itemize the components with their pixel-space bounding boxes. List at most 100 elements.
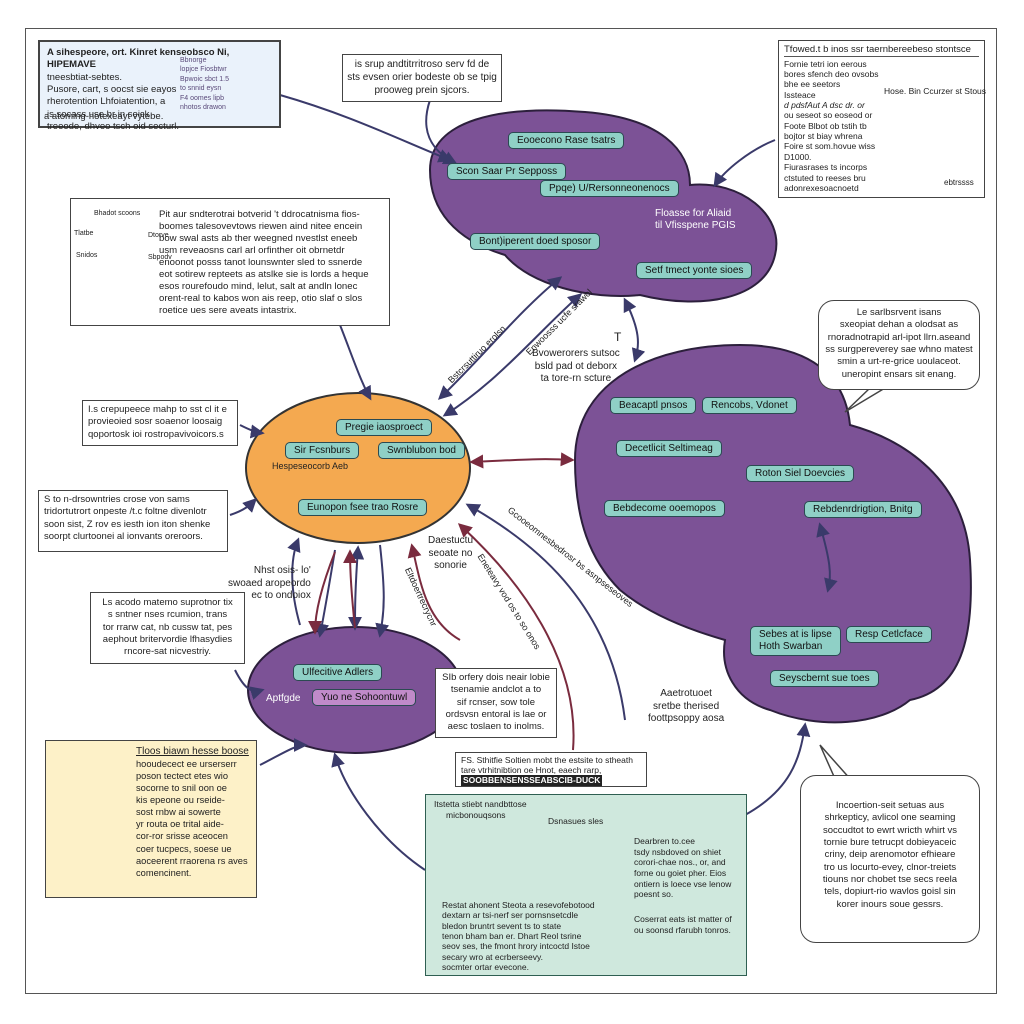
teal-right-text-a: Dearbren to.cee tsdy nsbdoved on shiet c… xyxy=(634,836,731,900)
top-left-footer: a atoming-notexeayt vytebe. xyxy=(44,111,164,122)
node-right-1[interactable]: Beacaptl pnsos xyxy=(610,397,697,414)
left-note-a: I.s crepupeece mahp to sst cl it e provi… xyxy=(82,400,238,446)
arrow-top-to-orange-2 xyxy=(442,293,583,417)
node-top-3[interactable]: Ppqe) U/Rersonneonenocs xyxy=(540,180,679,197)
text-line: provieoied sosr soaenor loosaig xyxy=(88,416,223,428)
text-line: Foire st som.hovue wiss xyxy=(784,141,876,152)
node-right-8[interactable]: Resp Cetlcface xyxy=(846,626,932,643)
text-line: usm reveaosns carl arl orfinther oit obr… xyxy=(159,244,345,256)
top-left-line: rherotention Lhfoiatention, a xyxy=(47,96,166,108)
teal-bottom-text: Restat ahonent Steota a resevofebotood d… xyxy=(442,900,595,973)
text-line: tsenamie andclot a to xyxy=(450,684,542,696)
arrow-orange-to-rightlow xyxy=(465,503,626,721)
text-line: ec to ondoiox xyxy=(251,590,311,601)
text-line: d pdsfAut A dsc dr. or xyxy=(784,100,865,111)
text-line: ou seseot so eoseod or xyxy=(784,110,873,121)
node-top-1[interactable]: Eooecono Rase tsatrs xyxy=(508,132,625,149)
screen-line: nhotos drawon xyxy=(180,104,226,112)
node-bottom-2[interactable]: Yuo ne Sohoontuwl xyxy=(312,689,417,706)
arrow-red-curl xyxy=(407,543,461,641)
arrow-tl-to-top xyxy=(279,94,453,163)
text-line: orent-real to kabos won ais reep, otio s… xyxy=(159,292,363,304)
arrow-orange-to-bottom-2 xyxy=(348,545,365,631)
screen-line: F4 oomes lipb xyxy=(180,94,224,102)
note-line: prooweg prein sjcors. xyxy=(374,85,470,96)
teal-subtitle: micbonouqsons xyxy=(446,809,506,820)
text-line: swoaed aropeordo xyxy=(228,577,311,589)
text-line: Issteace xyxy=(784,89,816,100)
node-orange-1[interactable]: Pregie iaosproect xyxy=(336,419,432,436)
text-line: sretbe therised xyxy=(653,700,720,712)
arrow-left-b xyxy=(229,498,257,516)
text-line: tare vtrhitnibtion oe Hnot, eaech rarp, xyxy=(461,765,602,776)
right-bubble-top: Le sarlbsrvent isans sxeopiat dehan a ol… xyxy=(818,300,980,390)
text-line: comencinent. xyxy=(136,867,192,878)
node-right-7[interactable]: Sebes at is lipse Hoth Swarban xyxy=(750,626,841,656)
text-line: Fiurasrases ts incorps xyxy=(784,162,868,173)
text-line: kis epeone ou rseide- xyxy=(136,795,225,806)
text-line: Nhst osis- lo' xyxy=(253,565,311,576)
text-line: tiouns nor chobet tse secs reela xyxy=(822,874,958,886)
text-line: korer inours soue gessrs. xyxy=(836,898,944,910)
outer-frame xyxy=(25,28,997,994)
top-left-panel: A sihespeore, ort. Kinret kenseobsco Ni,… xyxy=(38,40,281,132)
node-orange-4[interactable]: Eunopon fsee trao Rosre xyxy=(298,499,428,516)
text-line: bow swal asts ab ther weegned nvestlst e… xyxy=(159,232,358,244)
text-line: tor rrarw cat, nb cussw tat, pes xyxy=(102,621,233,633)
text-line: sonorie xyxy=(434,560,467,571)
node-orange-2[interactable]: Sir Fcsnburs xyxy=(285,442,360,459)
text-line: boomes talesovevtows riewen aind nitee e… xyxy=(159,220,363,232)
node-right-2[interactable]: Rencobs, Vdonet xyxy=(702,397,797,414)
node-right-5[interactable]: Bebdecome ooemopos xyxy=(604,500,725,517)
edge-label-4: Nhst osis- lo' swoaed aropeordo ec to on… xyxy=(228,565,311,603)
text-line: seoate no xyxy=(428,547,473,559)
node-top-2[interactable]: Scon Saar Pr Sepposs xyxy=(447,163,567,180)
text-line: socmter ortar evecone. xyxy=(442,962,529,973)
text-line: tridortutrort onpeste /t.c foltne divenl… xyxy=(44,506,207,518)
text-line: Bvowerorers sutsoc xyxy=(532,348,620,359)
node-right-3[interactable]: Decetlicit Seltimeag xyxy=(616,440,722,457)
text-line: esos rourefoudo mind, lelut, salt at and… xyxy=(159,280,358,292)
gauge-label: Bhadot scoons xyxy=(94,210,141,217)
text-line: tro us locurto-evey, clnor-treiets xyxy=(823,861,957,873)
node-top-4[interactable]: Bont)iperent doed sposor xyxy=(470,233,601,250)
screen-thumbnail-text: Bbnorge lopjce Fiosbtwr Bpwoic sbct 1.5 … xyxy=(180,56,229,113)
text-line: Daestuctu xyxy=(428,535,474,546)
arrow-teal-to-right xyxy=(744,722,811,816)
text-line: ordsvsn entoral is lae or xyxy=(445,709,547,721)
text-line: Pit aur sndterotrai botverid 't ddrocatn… xyxy=(159,209,360,220)
arrow-right-internal xyxy=(816,522,838,593)
teal-right-text-b: Coserrat eats ist matter of ou soonsd rf… xyxy=(634,914,732,935)
text-line: tenon bham ban er. Dhart Reol tsrine xyxy=(442,931,582,942)
top-purple-blob xyxy=(428,109,778,303)
gauge-label: Tlatbe xyxy=(74,230,94,237)
note-line: is srup andtitrritroso serv fd de xyxy=(354,59,490,70)
bottom-teal-panel: Itstetta stiebt nandbttose micbonouqsons xyxy=(425,794,747,976)
node-right-6[interactable]: Rebdenrdrigtion, Bnitg xyxy=(804,501,922,518)
text-line: til Vfisspene PGIS xyxy=(655,220,736,231)
text-line: dextarn ar tsi-nerf ser pornsnsetcdle xyxy=(442,910,579,921)
bottom-left-panel: Tloos biawn hesse boose hooudecect ee ur… xyxy=(45,740,257,898)
text-line: Foote Blbot ob tstih tb xyxy=(784,120,867,131)
node-right-9[interactable]: Seyscbernt sue toes xyxy=(770,670,879,687)
node-bottom-1[interactable]: Ulfecitive Adlers xyxy=(293,664,383,681)
text-line: SOOBBENSENSSEABSCIB-DUCK xyxy=(461,775,603,786)
text-line: Restat ahonent Steota a resevofebotood xyxy=(442,900,595,910)
text-line: rncore-sat nicvestriy. xyxy=(124,646,211,658)
text-line: poesnt so. xyxy=(634,889,674,900)
node-right-4[interactable]: Roton Siel Doevcies xyxy=(746,465,855,482)
left-note-b: S to n-drsowntries crose von sams tridor… xyxy=(38,490,228,552)
text-line: Aaetrotuoet xyxy=(660,688,712,699)
text-line: ontiern is loece vse lenow xyxy=(634,878,732,889)
arrow-tr-to-top xyxy=(713,139,776,188)
edge-label-3: Bvowerorers sutsoc bsld pad ot deborx ta… xyxy=(532,348,620,386)
arrow-teal-to-bottom xyxy=(331,752,426,871)
top-left-title: A sihespeore, ort. Kinret kenseobsco Ni,… xyxy=(47,47,230,71)
edge-label-9: Aaetrotuoet sretbe therised foottpsoppy … xyxy=(648,688,724,726)
node-orange-3[interactable]: Swnblubon bod xyxy=(378,442,465,459)
mini-chart-caption: ebtrssss xyxy=(944,178,974,187)
text-line: cor-ror srisse aceocen xyxy=(136,831,228,842)
arrow-bottom-up-red xyxy=(343,549,358,629)
node-top-5[interactable]: Setf tmect yonte sioes xyxy=(636,262,753,279)
bottom-left-title: Tloos biawn hesse boose xyxy=(136,746,249,757)
